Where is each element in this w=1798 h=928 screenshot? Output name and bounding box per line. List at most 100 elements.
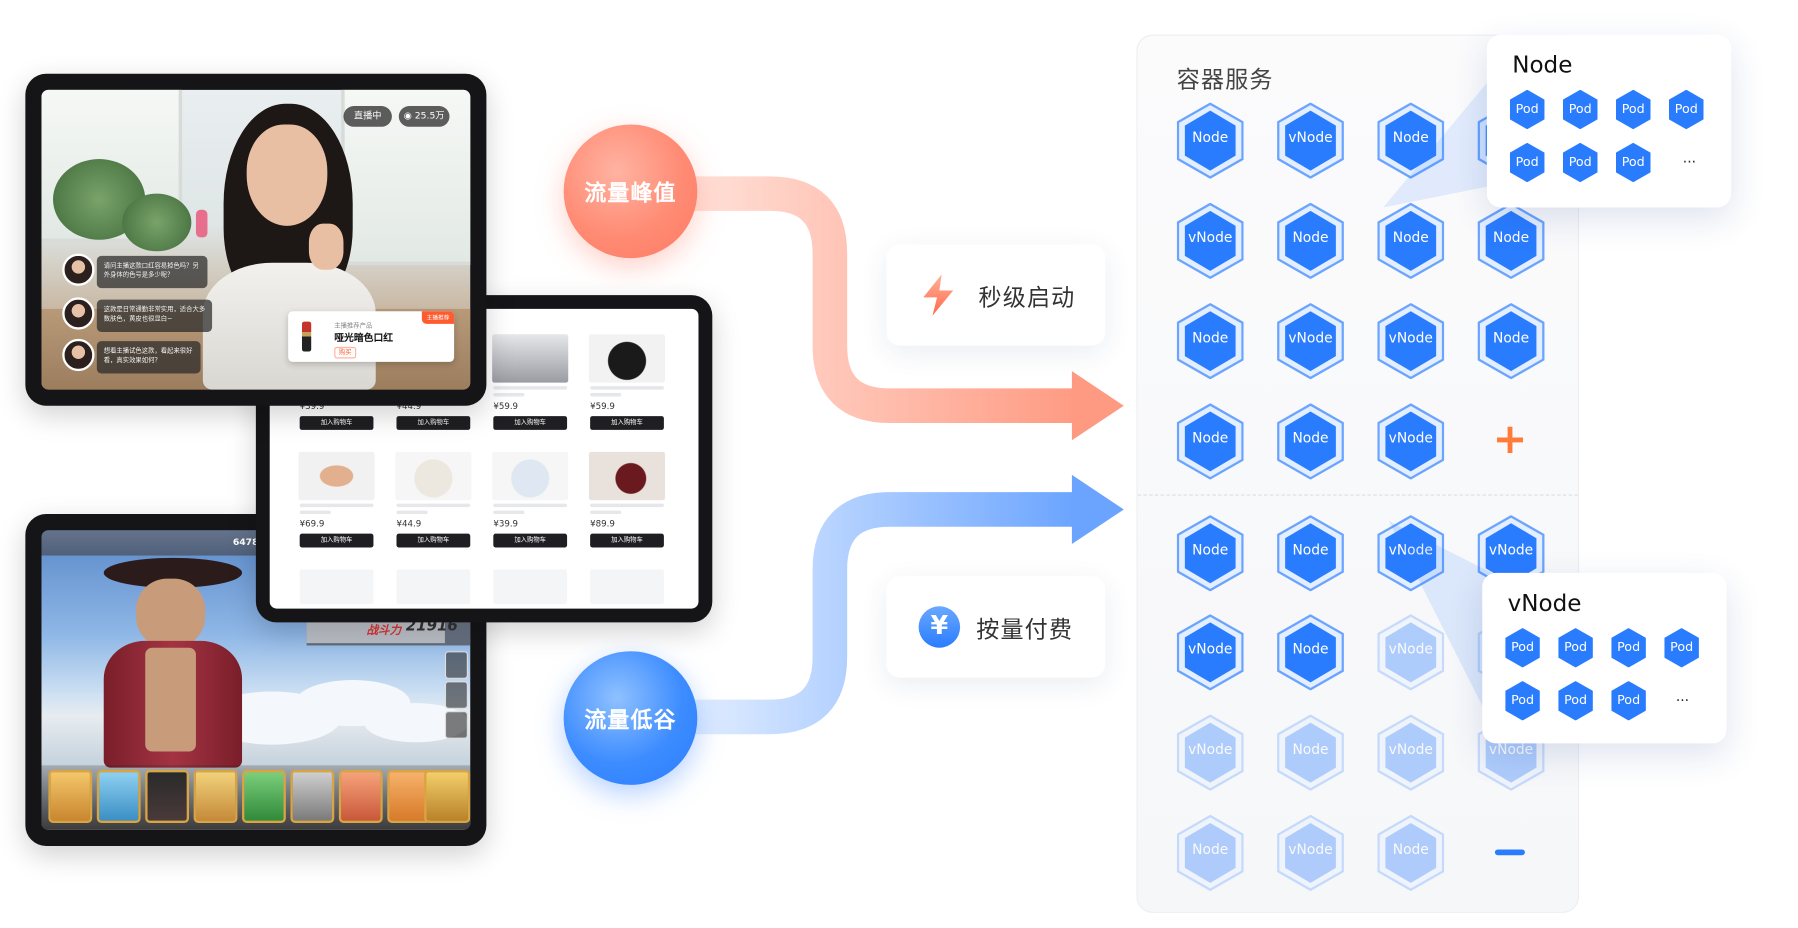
- peak-flow-line: [689, 176, 1078, 424]
- node-label: Node: [1292, 741, 1329, 758]
- character-slot[interactable]: [193, 769, 238, 823]
- product-card[interactable]: ¥39.9 加入购物车: [491, 451, 569, 548]
- node-hexagon: Node: [1377, 102, 1445, 179]
- node-hexagon: Node: [1176, 403, 1244, 480]
- pod-label: Pod: [1617, 639, 1641, 655]
- product-card[interactable]: ¥59.9 加入购物车: [588, 334, 666, 430]
- product-card[interactable]: ¥69.9 加入购物车: [297, 451, 375, 548]
- product-card-live[interactable]: 主播推荐 主播推荐产品 哑光暗色口红 购买: [288, 311, 455, 362]
- node-label: Node: [1292, 229, 1329, 246]
- product-placeholder: [299, 569, 374, 604]
- node-hexagon: Node: [1477, 202, 1545, 279]
- pod-label: Pod: [1568, 101, 1592, 117]
- traffic-low-circle: 流量低谷: [563, 651, 698, 785]
- vnode-hexagon: vNode: [1176, 714, 1244, 791]
- pod-hexagon: Pod: [1615, 89, 1651, 130]
- pod-label: Pod: [1621, 101, 1645, 117]
- add-to-cart-button[interactable]: 加入购物车: [493, 533, 568, 548]
- side-button-comment[interactable]: [444, 651, 468, 679]
- eye-icon: ◉: [403, 110, 415, 122]
- pod-hexagon: Pod: [1664, 628, 1699, 668]
- node-label: Node: [1192, 429, 1229, 447]
- scale-up-icon: +: [1492, 416, 1528, 464]
- node-label: vNode: [1488, 741, 1534, 758]
- traffic-peak-circle: 流量峰值: [563, 124, 698, 259]
- node-hexagon: Node: [1277, 614, 1344, 691]
- low-flow-line: [689, 492, 1078, 735]
- node-label: vNode: [1288, 129, 1333, 146]
- pod-label: Pod: [1511, 692, 1535, 708]
- chat-message: 想看主播试色这款，看起来很好看，真实效果如何？: [96, 341, 201, 374]
- character-slot[interactable]: [338, 769, 383, 823]
- node-label: vNode: [1388, 329, 1433, 346]
- node-hexagon: Node: [1377, 202, 1445, 279]
- add-to-cart-button[interactable]: 加入购物车: [590, 416, 664, 430]
- node-label: vNode: [1388, 741, 1433, 758]
- product-card[interactable]: ¥89.9 加入购物车: [588, 451, 666, 548]
- product-card[interactable]: ¥44.9 加入购物车: [394, 451, 472, 548]
- feature-pay-per-use-label: 按量付费: [976, 614, 1074, 643]
- lightning-icon: [923, 274, 954, 316]
- vnode-hexagon: vNode: [1176, 614, 1244, 691]
- product-price: ¥69.9: [299, 518, 325, 530]
- vnode-hexagon: vNode: [1277, 303, 1344, 380]
- pod-label: Pod: [1617, 692, 1641, 708]
- add-to-cart-button[interactable]: 加入购物车: [299, 533, 374, 548]
- pod-hexagon: Pod: [1562, 142, 1598, 183]
- add-to-cart-button[interactable]: 加入购物车: [396, 533, 471, 548]
- viewer-count-text: 25.5万: [414, 110, 445, 122]
- vnode-hexagon: vNode: [1377, 614, 1445, 691]
- pod-label: Pod: [1670, 639, 1694, 655]
- chat-avatar: [62, 297, 95, 330]
- character-slot[interactable]: [242, 769, 286, 823]
- tablet-live-stream: 直播中 ◉ 25.5万 请问主播这款口红容易掉色吗？另外身体的色号是多少呢？ 这…: [25, 73, 487, 406]
- pod-label: Pod: [1515, 154, 1539, 170]
- chat-avatar: [62, 338, 95, 372]
- scale-down-icon: [1494, 849, 1525, 856]
- add-to-cart-button[interactable]: 加入购物车: [493, 416, 568, 430]
- panel-title: 容器服务: [1176, 65, 1274, 94]
- vnode-hexagon: vNode: [1377, 403, 1445, 480]
- add-to-cart-button[interactable]: 加入购物车: [396, 416, 471, 430]
- character-slot[interactable]: [96, 769, 141, 823]
- pod-label: Pod: [1511, 639, 1535, 655]
- node-hexagon: Node: [1277, 714, 1344, 791]
- vnode-hexagon: vNode: [1176, 202, 1244, 279]
- coin-counter: 6478: [232, 537, 259, 548]
- product-placeholder: [590, 569, 664, 604]
- game-screen: 6478 战斗力 21916: [41, 530, 471, 830]
- vnode-hexagon: vNode: [1377, 714, 1445, 791]
- product-price: ¥44.9: [396, 401, 422, 412]
- node-label: Node: [1292, 541, 1329, 558]
- buy-button[interactable]: 购买: [334, 346, 357, 359]
- vnode-hexagon: vNode: [1377, 515, 1445, 592]
- character-slot[interactable]: [290, 769, 335, 823]
- character-slot[interactable]: [424, 769, 471, 823]
- more-pods: ...: [1682, 149, 1696, 166]
- vnode-hexagon: vNode: [1477, 515, 1545, 592]
- node-label: Node: [1492, 329, 1530, 346]
- character-slot[interactable]: [145, 769, 190, 823]
- power-label: 战斗力: [366, 624, 402, 638]
- node-label: Node: [1392, 129, 1429, 146]
- vnode-hexagon: vNode: [1377, 303, 1445, 380]
- node-hexagon: Node: [1277, 202, 1344, 279]
- node-label: Node: [1292, 429, 1329, 447]
- add-to-cart-button[interactable]: 加入购物车: [590, 533, 664, 548]
- side-button-rank[interactable]: [444, 711, 468, 739]
- product-card[interactable]: ¥59.9 加入购物车: [491, 334, 569, 430]
- add-to-cart-button[interactable]: 加入购物车: [299, 416, 374, 430]
- product-name: 哑光暗色口红: [334, 333, 394, 345]
- feature-fast-start: 秒级启动: [886, 244, 1106, 346]
- side-button-lineup[interactable]: [444, 681, 468, 709]
- node-label: Node: [1192, 329, 1229, 346]
- chat-message: 请问主播这款口红容易掉色吗？另外身体的色号是多少呢？: [96, 255, 208, 289]
- character-slot[interactable]: [48, 769, 93, 823]
- pod-hexagon: Pod: [1611, 681, 1646, 721]
- chat-message: 这款是日常通勤非常实用，适合大多数肤色，黄皮也很显白~: [96, 299, 213, 332]
- vnode-hexagon: vNode: [1277, 102, 1344, 179]
- viewer-count: ◉ 25.5万: [398, 106, 450, 127]
